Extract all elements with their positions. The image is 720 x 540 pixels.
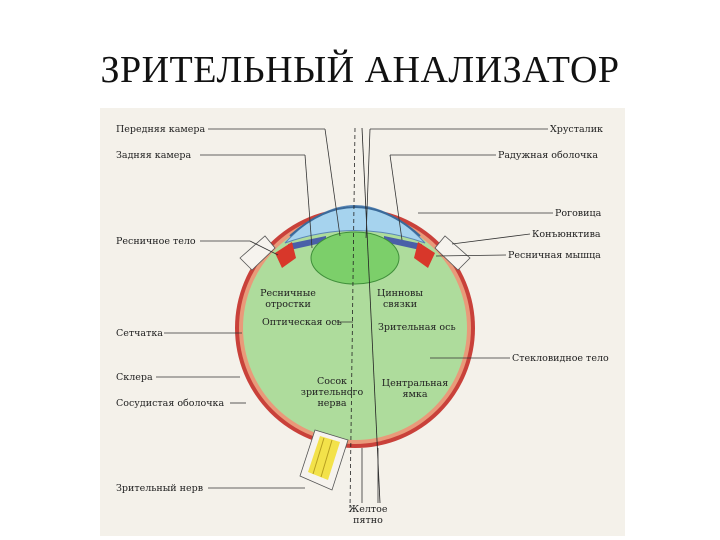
leader-line [451,233,531,245]
label-macula-line2: пятно [353,515,383,526]
leader-line [435,254,507,257]
label-posterior-chamber: Задняя камера [116,150,191,161]
label-retina: Сетчатка [116,328,163,339]
label-zinn-zonules-line1: Цинновы [377,288,423,299]
ciliary-body-left [275,242,296,268]
optical-axis-line [349,127,356,509]
label-ciliary-body: Ресничное тело [116,236,196,247]
optic-nerve-fiber [320,439,333,478]
eye-diagram-svg: Передняя камера Задняя камера Ресничное … [116,124,609,526]
label-optic-disc-line3: нерва [317,398,346,409]
visual-axis-line [361,127,381,504]
label-fovea-line1: Центральная [382,378,448,389]
label-optical-axis: Оптическая ось [262,317,342,328]
label-ciliary-processes-line2: отростки [265,299,311,310]
optic-nerve-fiber [312,437,325,475]
label-cornea: Роговица [555,208,602,219]
label-macula-line1: Желтое [349,504,388,515]
iris-right [384,236,422,250]
label-visual-axis: Зрительная ось [378,322,456,333]
label-anterior-chamber: Передняя камера [116,124,205,135]
leader-line [249,240,279,256]
label-optic-disc-line2: зрительного [301,387,364,398]
label-choroid: Сосудистая оболочка [116,398,224,409]
label-zinn-zonules-line2: связки [383,299,417,310]
leader-line [389,154,403,241]
conjunctiva-left [239,235,276,271]
lens [310,231,400,285]
eye-diagram: Передняя камера Задняя камера Ресничное … [100,108,625,536]
label-conjunctiva: Конъюнктива [532,229,601,240]
label-optic-disc-line1: Сосок [317,376,347,387]
label-optic-nerve: Зрительный нерв [116,483,203,494]
conjunctiva-right [434,235,471,271]
vitreous-body [243,216,467,440]
label-iris: Радужная оболочка [498,150,598,161]
slide-title: ЗРИТЕЛЬНЫЙ АНАЛИЗАТОР [100,49,620,91]
label-ciliary-processes-line1: Ресничные [260,288,316,299]
label-vitreous-body: Стекловидное тело [512,353,609,364]
cornea-outline [289,206,421,237]
leader-line [304,154,313,249]
optic-nerve [308,436,340,480]
iris-left [288,236,326,250]
leader-line [324,128,341,237]
leader-line [365,128,371,239]
ciliary-body-right [414,242,435,268]
label-ciliary-muscle: Ресничная мышца [508,250,601,261]
label-lens: Хрусталик [550,124,603,135]
label-fovea-line2: ямка [403,389,428,400]
label-sclera: Склера [116,372,153,383]
